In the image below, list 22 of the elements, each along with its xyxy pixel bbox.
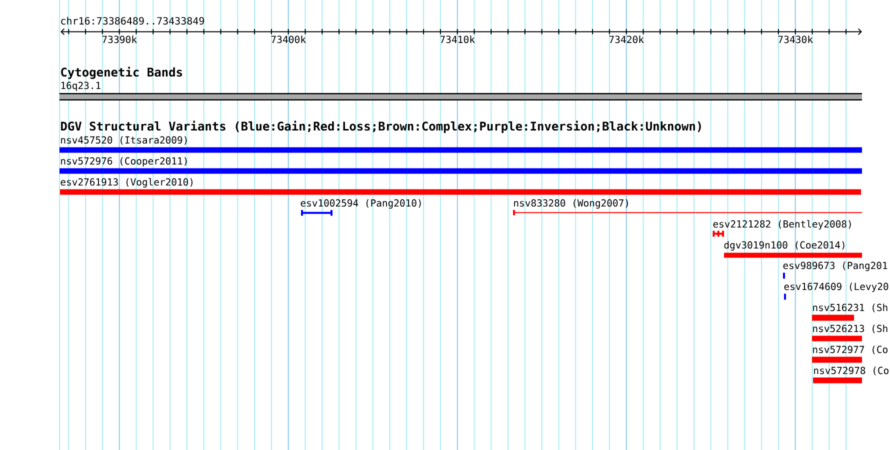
track-title: Cytogenetic Bands [61,66,182,79]
track-title: DGV Structural Variants (Blue:Gain;Red:Loss;Brown:Complex;Purple:Inversion;Black:Unknown) [61,120,701,133]
variant-label: nsv833280 (Wong2007) [514,199,628,209]
variant-label: nsv457520 (Itsara2009) [61,136,187,145]
variant-label: nsv526213 (Sh [813,324,888,334]
tick-label: 73430k [778,36,813,44]
variant-label: nsv572977 (Co [813,346,888,354]
tick-label: 73390k [102,36,137,44]
variant-label: nsv516231 (Sh [813,304,888,312]
variant-label: esv2761913 (Vogler2010) [60,178,192,188]
band-label: 16q23.1 [61,82,100,92]
tick-label: 73400k [271,36,306,44]
variant-label: esv989673 (Pang201 [783,262,888,272]
variant-label: dgv3019n100 (Coe2014) [724,241,844,251]
variant-label: nsv572978 (Co [814,366,888,376]
tick-label: 73420k [609,36,644,44]
variant-label: esv1674609 (Levy20 [784,282,888,292]
tick-label: 73410k [440,36,475,44]
position-label: chr16:73386489..73433849 [61,16,204,25]
variant-label: nsv572976 (Cooper2011) [61,157,187,167]
variant-label: esv2121282 (Bentley2008) [713,220,851,230]
variant-label: esv1002594 (Pang2010) [300,199,421,209]
